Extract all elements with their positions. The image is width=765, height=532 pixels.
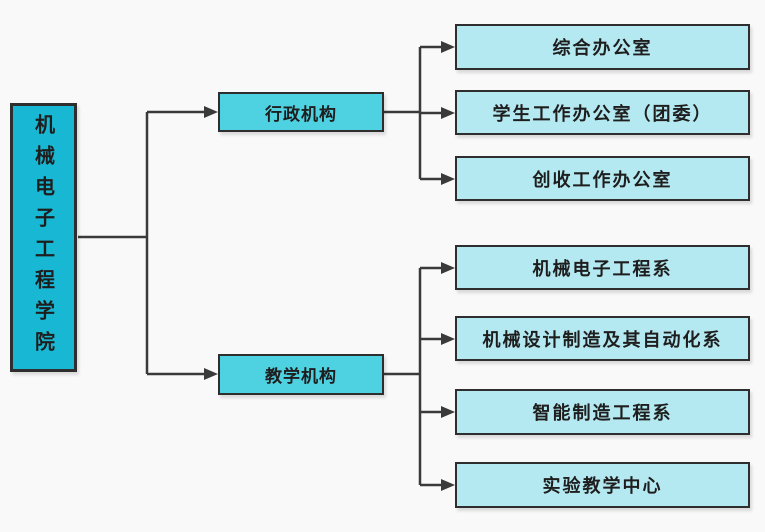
root-node-college: 机械电子工程学院 — [10, 103, 77, 372]
arrow-right-icon — [441, 262, 455, 274]
leaf-node-mech-design-dept: 机械设计制造及其自动化系 — [455, 316, 750, 361]
leaf-node-student-affairs-office: 学生工作办公室（团委） — [455, 90, 750, 135]
leaf-node-revenue-office: 创收工作办公室 — [455, 156, 750, 201]
branch-node-teaching: 教学机构 — [218, 354, 384, 395]
leaf-node-experimental-teaching-center: 实验教学中心 — [455, 462, 750, 508]
leaf-node-label: 机械电子工程系 — [532, 258, 673, 280]
leaf-node-label: 创收工作办公室 — [532, 169, 673, 191]
branch-node-label: 教学机构 — [265, 367, 337, 387]
leaf-node-label: 实验教学中心 — [542, 476, 663, 497]
arrow-right-icon — [441, 479, 455, 491]
leaf-node-label: 智能制造工程系 — [532, 403, 673, 424]
branch-node-administrative: 行政机构 — [218, 92, 384, 132]
leaf-node-label: 综合办公室 — [552, 38, 653, 59]
leaf-node-label: 机械设计制造及其自动化系 — [482, 329, 723, 351]
arrow-right-icon — [441, 333, 455, 345]
branch-node-label: 行政机构 — [265, 104, 337, 125]
leaf-node-intelligent-mfg-dept: 智能制造工程系 — [455, 389, 750, 435]
arrow-right-icon — [441, 173, 455, 185]
arrow-right-icon — [441, 406, 455, 418]
arrow-right-icon — [441, 107, 455, 119]
arrow-right-icon — [204, 368, 218, 380]
leaf-node-general-office: 综合办公室 — [455, 24, 750, 70]
root-node-label: 机械电子工程学院 — [31, 113, 56, 362]
arrow-right-icon — [441, 41, 455, 53]
leaf-node-mechatronic-dept: 机械电子工程系 — [455, 245, 750, 290]
leaf-node-label: 学生工作办公室（团委） — [492, 103, 713, 125]
arrow-right-icon — [204, 106, 218, 118]
